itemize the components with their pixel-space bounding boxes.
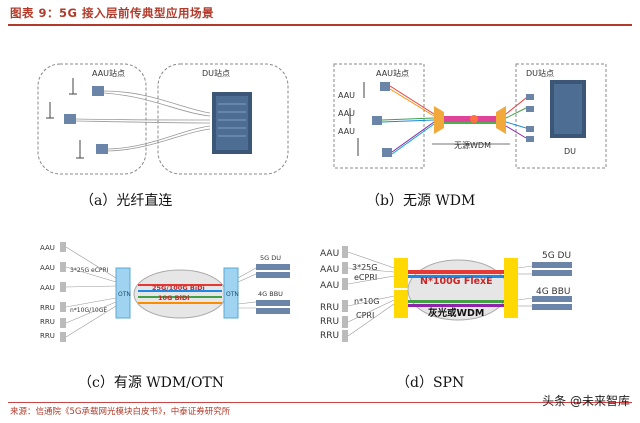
left-label: AAU <box>320 249 339 259</box>
aau-unit-icon <box>372 82 392 157</box>
figure-title: 图表 9：5G 接入层前传典型应用场景 <box>10 6 214 20</box>
du-site-boundary <box>157 63 289 175</box>
left-label: AAU <box>320 265 339 275</box>
wdm-demux-icon <box>496 106 506 134</box>
aau-label: AAU <box>338 127 355 136</box>
panel-a-caption: （a）光纤直连 <box>80 193 173 209</box>
left-label: AAU <box>40 284 55 292</box>
cpri-bottom-line1: n*10G <box>354 297 379 306</box>
flexe-label: N*100G FlexE <box>420 276 493 287</box>
du-unit-icon <box>256 264 290 278</box>
panel-d-caption: （d）SPN <box>396 375 465 391</box>
cloud-line2: 10G BiDi <box>158 294 189 302</box>
du-site-label: DU站点 <box>202 68 230 78</box>
otn-left-icon <box>115 267 131 319</box>
wdm-label: 灰光或WDM <box>428 307 484 319</box>
wdm-indicator-icon <box>470 115 478 123</box>
spn-node-icon <box>394 258 408 288</box>
spn-node-icon <box>504 258 518 318</box>
cpri-top-label: 3*25G eCPRI <box>70 267 109 274</box>
panel-c-caption: （c）有源 WDM/OTN <box>78 375 225 391</box>
du-server-icon <box>212 92 252 154</box>
aau-unit-icon <box>64 86 108 154</box>
cloud-line1: 25G/100G BiDi <box>152 284 205 292</box>
du-site-label: DU站点 <box>526 68 554 78</box>
du-site-boundary <box>515 63 607 169</box>
left-label: RRU <box>320 303 339 313</box>
aau-site-boundary <box>333 63 425 169</box>
watermark: 头条 @未来智库 <box>542 394 630 408</box>
panel-b-caption: （b）无源 WDM <box>366 193 476 209</box>
left-label: RRU <box>40 332 55 340</box>
aau-label: AAU <box>338 109 355 118</box>
aau-site-label: AAU站点 <box>376 68 409 78</box>
cpri-bottom-line2: CPRI <box>356 311 374 320</box>
left-label: AAU <box>40 264 55 272</box>
du-server-icon <box>550 80 586 138</box>
du-label: 5G DU <box>260 254 281 262</box>
bbu-label: 4G BBU <box>536 287 571 297</box>
left-label: AAU <box>40 244 55 252</box>
otn-label: OTN <box>118 291 131 298</box>
left-label: RRU <box>320 331 339 341</box>
spn-node-icon <box>394 290 408 318</box>
du-label: DU <box>564 147 576 156</box>
du-unit-icon <box>532 262 572 276</box>
cpri-top-line2: eCPRI <box>354 273 377 282</box>
left-label: RRU <box>320 317 339 327</box>
otn-label: OTN <box>226 291 239 298</box>
footer-divider <box>8 402 632 403</box>
left-label: AAU <box>320 281 339 291</box>
otn-right-icon <box>223 267 239 319</box>
panel-b-diagram: AAU站点 DU站点 AAU AAU AAU 无源WDM DU <box>333 63 607 169</box>
fiber-bundle <box>75 90 211 152</box>
panel-c-diagram: AAU AAU AAU RRU RRU RRU 3*25G eCPRI n*10… <box>40 242 290 342</box>
aau-label: AAU <box>338 91 355 100</box>
cpri-top-line1: 3*25G <box>352 263 377 272</box>
header-divider <box>8 24 632 26</box>
antenna-icon <box>46 78 84 159</box>
left-label: RRU <box>40 318 55 326</box>
bbu-unit-icon <box>532 296 572 310</box>
bbu-label: 4G BBU <box>258 290 283 298</box>
aau-site-label: AAU站点 <box>92 68 125 78</box>
source-note: 来源：信通院《5G承载网光模块白皮书》，中泰证券研究所 <box>10 407 231 417</box>
panel-a-diagram: AAU站点 DU站点 <box>37 63 289 175</box>
wdm-mux-icon <box>434 106 444 134</box>
du-label: 5G DU <box>542 251 571 261</box>
aau-site-boundary <box>37 63 147 175</box>
panel-d-diagram: AAU AAU AAU RRU RRU RRU 3*25G eCPRI n*10… <box>320 246 572 342</box>
du-port-icon <box>526 94 534 142</box>
fiber-bundle <box>381 85 435 155</box>
left-label: RRU <box>40 304 55 312</box>
antenna-icon <box>349 82 365 156</box>
wdm-label: 无源WDM <box>454 141 491 150</box>
aau-unit-icon <box>60 242 66 342</box>
cpri-bottom-label: n*10G/10GE <box>70 307 107 314</box>
bbu-unit-icon <box>256 300 290 314</box>
fiber-bundle <box>65 246 117 338</box>
